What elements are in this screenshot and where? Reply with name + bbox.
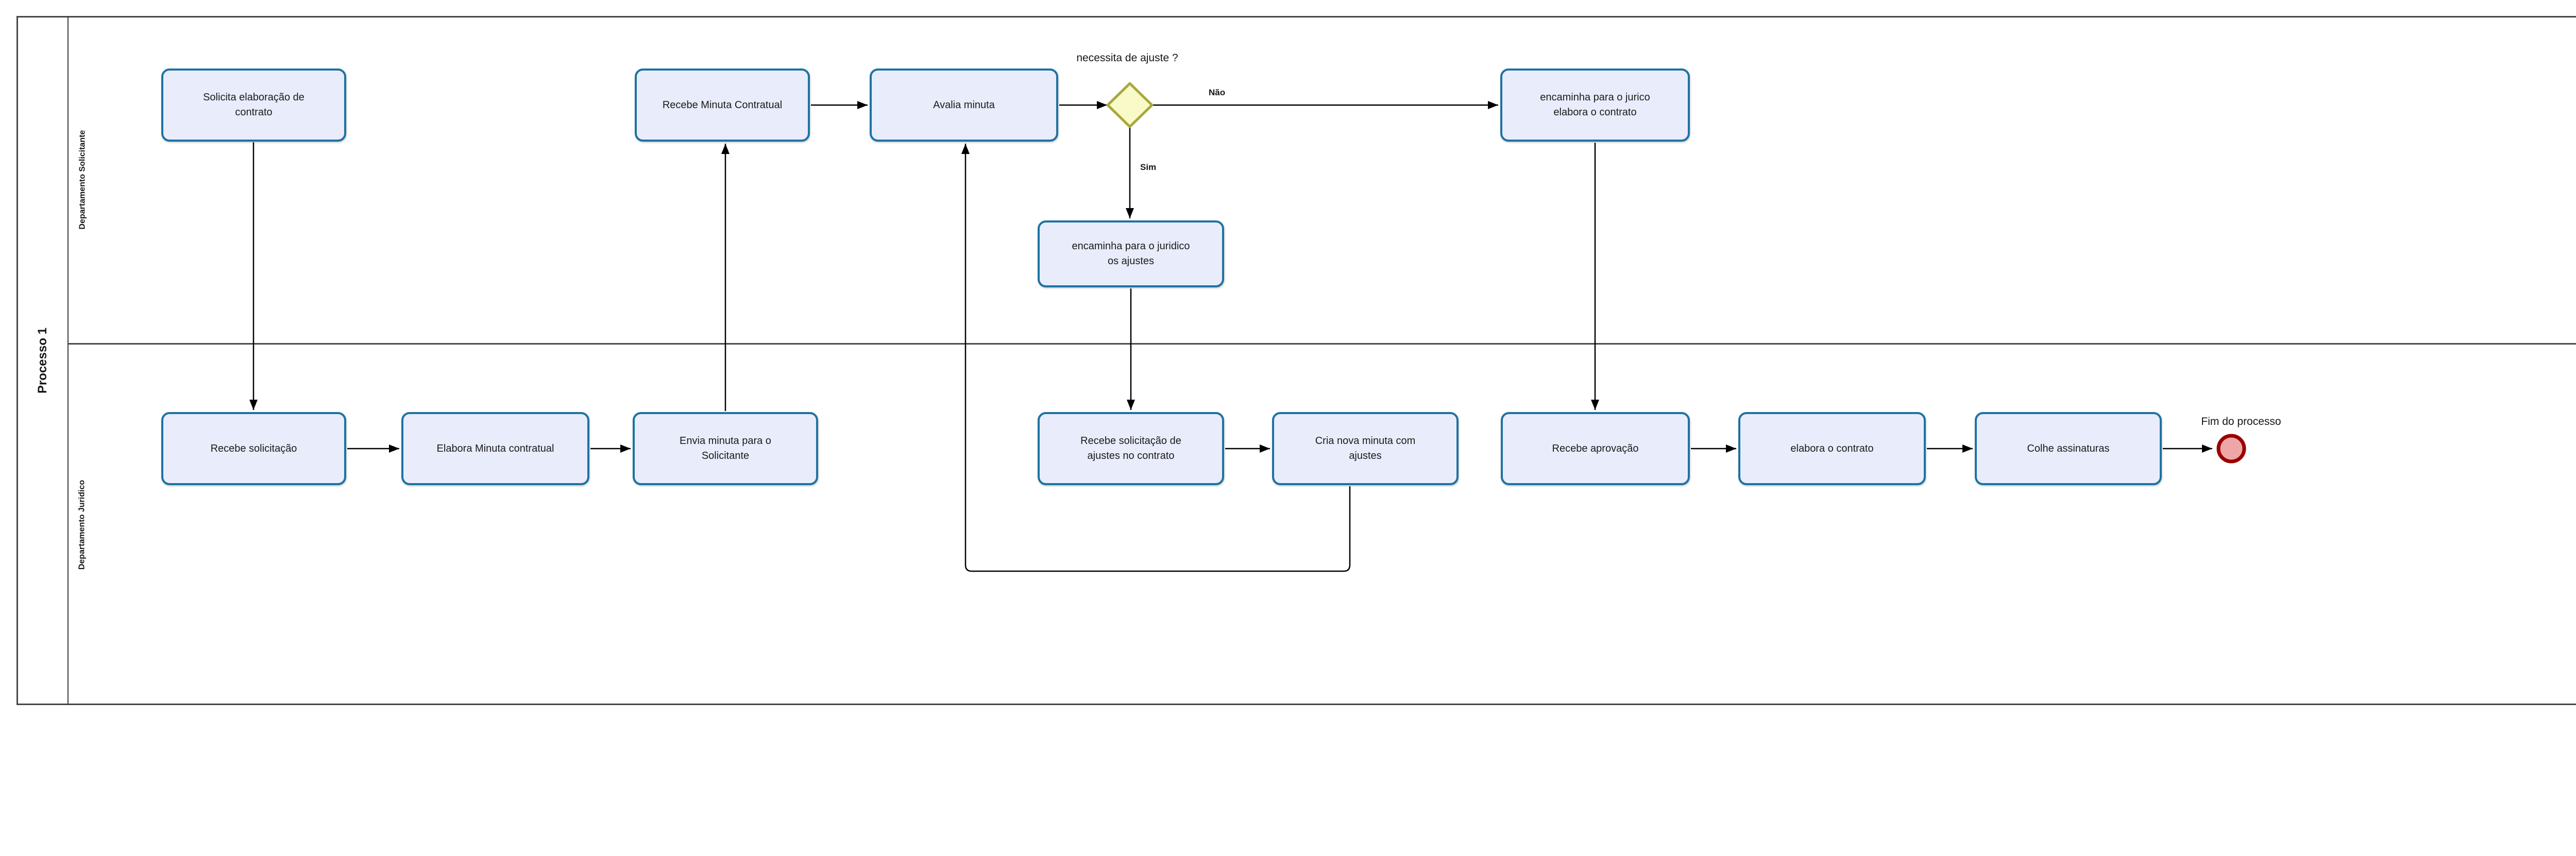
task-encaminha-jurico-elabora-contrato[interactable]: encaminha para o jurico elabora o contra… [1500,69,1690,142]
task-label: Recebe Minuta Contratual [662,99,783,111]
task-elabora-minuta-contratual[interactable]: Elabora Minuta contratual [401,412,589,485]
task-elabora-o-contrato[interactable]: elabora o contrato [1738,412,1926,485]
task-label: Colhe assinaturas [2027,442,2110,454]
task-recebe-aprovacao[interactable]: Recebe aprovação [1501,412,1690,485]
task-label: Recebe aprovação [1552,442,1639,454]
task-label: Recebe solicitação [210,442,297,454]
pool-title: Processo 1 [36,327,49,394]
task-label: Solicita elaboração de contrato [203,92,304,118]
task-label: Cria nova minuta com ajustes [1315,435,1416,461]
task-recebe-solicitacao[interactable]: Recebe solicitação [161,412,346,485]
task-label: Recebe solicitação de ajustes no contrat… [1080,435,1181,461]
lane-label-departamento-solicitante: Departamento Solicitante [78,130,87,230]
task-solicita-elaboracao-contrato[interactable]: Solicita elaboração de contrato [161,69,346,142]
task-label: Elabora Minuta contratual [436,442,554,454]
task-encaminha-juridico-ajustes[interactable]: encaminha para o juridico os ajustes [1038,220,1224,287]
task-label: elabora o contrato [1790,442,1874,454]
gateway-question-label: necessita de ajuste ? [1076,52,1178,64]
lane-label-departamento-juridico: Departamento Juridico [77,480,87,570]
task-envia-minuta-solicitante[interactable]: Envia minuta para o Solicitante [633,412,818,485]
task-cria-nova-minuta[interactable]: Cria nova minuta com ajustes [1272,412,1459,485]
task-label: encaminha para o juridico os ajustes [1072,241,1190,267]
pool-processo-1 [16,16,2576,705]
task-label: encaminha para o jurico elabora o contra… [1540,92,1650,118]
task-colhe-assinaturas[interactable]: Colhe assinaturas [1975,412,2162,485]
gateway-yes-label: Sim [1140,162,1157,172]
gateway-no-label: Não [1209,88,1226,97]
task-label: Avalia minuta [933,99,995,111]
task-recebe-solicitacao-ajustes[interactable]: Recebe solicitação de ajustes no contrat… [1038,412,1224,485]
lane-divider [69,343,2576,345]
task-avalia-minuta[interactable]: Avalia minuta [870,69,1058,142]
task-label: Envia minuta para o Solicitante [680,435,771,461]
end-event-label: Fim do processo [2201,416,2281,427]
pool-header-divider [67,16,69,705]
task-recebe-minuta-contratual[interactable]: Recebe Minuta Contratual [635,69,810,142]
